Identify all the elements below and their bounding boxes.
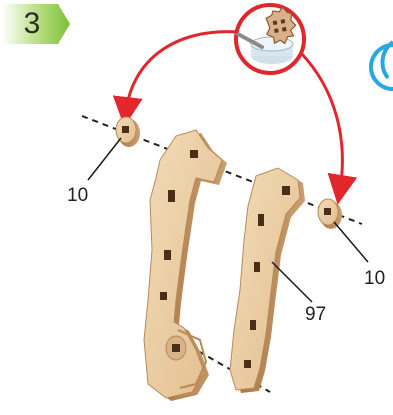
step-badge-shape xyxy=(2,4,70,44)
wood-piece-97 xyxy=(229,167,305,393)
callout-label-right: 10 xyxy=(364,268,386,289)
axis-line-bottom xyxy=(169,334,271,393)
leader-line-97 xyxy=(271,261,313,303)
washer-part-right xyxy=(317,198,342,229)
arrow-left xyxy=(112,30,239,127)
leader-line-left xyxy=(87,137,122,181)
callout-label-left: 10 xyxy=(67,185,89,206)
partial-blue-circle xyxy=(369,43,393,91)
step-number: 3 xyxy=(23,7,41,40)
glue-icon xyxy=(234,3,306,75)
leader-line-right xyxy=(333,221,369,263)
callout-label-97: 97 xyxy=(305,304,327,325)
wood-piece-left xyxy=(143,129,227,401)
step-badge: 3 xyxy=(2,4,70,44)
arrow-right xyxy=(299,51,358,205)
partial-blue-circle-arc xyxy=(380,40,393,80)
washer-part-left xyxy=(115,116,140,147)
